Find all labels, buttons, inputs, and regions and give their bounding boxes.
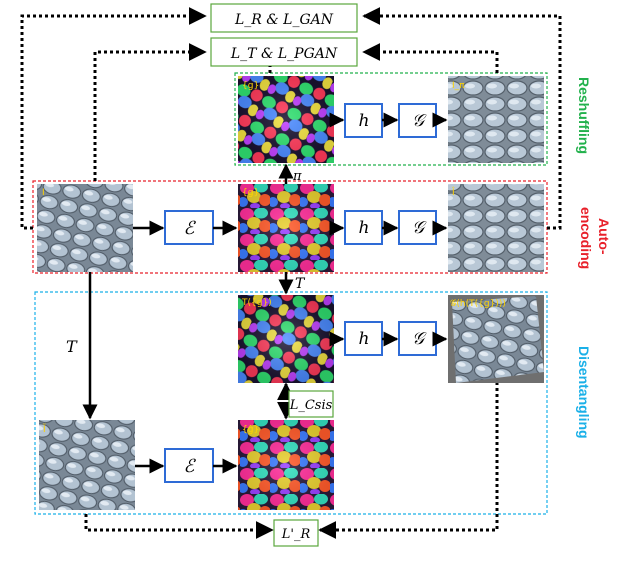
generator-label-dis: 𝒢 bbox=[412, 329, 427, 349]
tag-input: I bbox=[42, 188, 45, 198]
t-label-left: T bbox=[66, 337, 78, 356]
h-label-ae: h bbox=[359, 218, 370, 238]
tag-reshuffle-out: I_π bbox=[452, 81, 465, 91]
loss-connectors bbox=[20, 7, 562, 539]
tag-g-tilde: {ĝ} bbox=[242, 425, 259, 435]
h-label-reshuffle: h bbox=[359, 111, 370, 131]
generator-label-reshuffle: 𝒢 bbox=[412, 111, 427, 131]
image-reshuffled-output bbox=[448, 76, 544, 163]
tag-encode-out: {g} bbox=[242, 188, 259, 198]
encoder-label-dis: ℰ bbox=[184, 456, 197, 477]
module-boxes bbox=[164, 103, 437, 483]
flow-arrows bbox=[82, 112, 448, 474]
disentangling-label: Disentangling bbox=[576, 346, 592, 439]
loss-box-csis bbox=[288, 390, 334, 418]
tag-transformed-input: Ĩ bbox=[42, 424, 46, 435]
tag-recon: Î bbox=[451, 186, 455, 198]
t-label-mid: T bbox=[295, 276, 306, 292]
autoencoding-label-1: Auto- bbox=[596, 218, 612, 255]
loss-box-second bbox=[210, 37, 358, 67]
tag-reshuffle-in: {g} bbox=[242, 81, 259, 91]
pi-label: π bbox=[292, 169, 302, 184]
tag-transformed-g: T({g}) bbox=[241, 298, 272, 308]
reshuffling-label: Reshuffling bbox=[576, 77, 592, 154]
autoencoding-label-2: encoding bbox=[578, 207, 594, 269]
loss-box-top bbox=[210, 3, 358, 33]
generator-label-ae: 𝒢 bbox=[412, 218, 427, 238]
encoder-label-ae: ℰ bbox=[184, 218, 197, 239]
loss-top-label: L_R & L_GAN bbox=[234, 12, 334, 28]
tag-transformed-out: 𝒢(h(T({g}))) bbox=[450, 299, 506, 309]
loss-second-label: L_T & L_PGAN bbox=[230, 46, 338, 62]
image-transformed-input bbox=[39, 420, 135, 510]
image-reconstruction bbox=[448, 184, 544, 272]
image-input bbox=[37, 184, 133, 272]
loss-box-bottom bbox=[273, 519, 319, 547]
loss-csis-label: L_Csis bbox=[289, 398, 333, 413]
reshuffling-region bbox=[234, 72, 548, 166]
h-label-dis: h bbox=[359, 329, 370, 349]
loss-bottom-label: L'_R bbox=[281, 527, 311, 542]
